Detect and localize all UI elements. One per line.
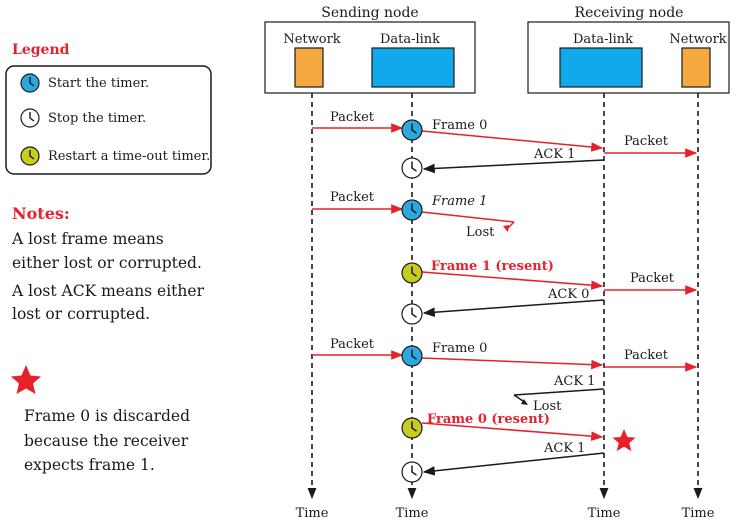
- packet-deliver-label-1: Packet: [624, 134, 669, 149]
- start-timer-icon: [401, 345, 423, 367]
- discard-star-icon: [612, 429, 636, 451]
- frame1-lost-head: [503, 225, 509, 232]
- frame1-resent-label: Frame 1 (resent): [431, 259, 554, 274]
- star-note-line-1: Frame 0 is discarded: [24, 407, 190, 425]
- receiving-network-label: Network: [669, 32, 726, 47]
- stop-timer-icon: [401, 461, 423, 483]
- legend-title: Legend: [12, 42, 70, 58]
- ack1-arrow-3: [422, 452, 605, 476]
- ack0-arrow: [422, 299, 605, 318]
- restart-timer-icon: [401, 417, 423, 439]
- restart-timer-icon: [401, 262, 423, 284]
- sending-node-title: Sending node: [321, 5, 418, 21]
- start-timer-icon: [401, 119, 423, 141]
- red-star-icon: [11, 365, 41, 394]
- receiving-datalink-label: Data-link: [573, 32, 633, 47]
- lost-label-1: Lost: [466, 225, 495, 240]
- packet-deliver-label-3: Packet: [624, 348, 669, 363]
- note-line-4: lost or corrupted.: [12, 305, 150, 323]
- ack1-label-3: ACK 1: [543, 441, 585, 456]
- packet-label-1: Packet: [330, 110, 375, 125]
- note-line-1: A lost frame means: [11, 230, 164, 248]
- packet-deliver-label-2: Packet: [630, 271, 675, 286]
- frame1-lost-arrow: [421, 211, 515, 223]
- ack0-label: ACK 0: [547, 287, 589, 302]
- packet-label-3: Packet: [330, 337, 375, 352]
- star-note-line-3: expects frame 1.: [24, 456, 155, 474]
- sending-network-layer: [294, 47, 324, 88]
- frame0-arrow-2: [421, 357, 604, 370]
- ack1-label-1: ACK 1: [533, 147, 575, 162]
- stop-timer-icon: [401, 303, 423, 325]
- receiving-network-layer: [681, 47, 711, 88]
- legend-restart-label: Restart a time-out timer.: [48, 149, 210, 164]
- legend-start-label: Start the timer.: [48, 76, 149, 91]
- stop-timer-icon: [401, 157, 423, 179]
- note-line-3: A lost ACK means either: [11, 282, 205, 300]
- star-note-line-2: because the receiver: [24, 432, 189, 450]
- notes-title: Notes:: [12, 204, 70, 223]
- legend-stop-timer-icon: [20, 108, 40, 128]
- legend-box: [5, 65, 212, 175]
- sending-network-label: Network: [283, 32, 340, 47]
- frame0-label-2: Frame 0: [432, 341, 487, 356]
- time-label-1: Time: [296, 506, 329, 521]
- time-label-4: Time: [682, 506, 715, 521]
- legend-start-timer-icon: [20, 73, 40, 93]
- sending-datalink-layer: [371, 47, 455, 88]
- frame0-resent-arrow: [421, 422, 604, 441]
- packet-label-2: Packet: [330, 190, 375, 205]
- ack1-lost-arrow: [513, 388, 605, 396]
- frame0-resent-label: Frame 0 (resent): [427, 412, 550, 427]
- ack1-label-2: ACK 1: [553, 374, 595, 389]
- legend-restart-timer-icon: [20, 146, 40, 166]
- ack1-lost-head: [521, 399, 528, 405]
- receiving-datalink-layer: [559, 47, 643, 88]
- frame0-arrow-1: [421, 130, 604, 152]
- receiving-node-title: Receiving node: [575, 5, 684, 21]
- frame0-label-1: Frame 0: [432, 118, 487, 133]
- ack1-arrow-1: [422, 159, 605, 174]
- note-line-2: either lost or corrupted.: [12, 254, 202, 272]
- sending-datalink-label: Data-link: [380, 32, 440, 47]
- time-label-3: Time: [588, 506, 621, 521]
- start-timer-icon: [401, 199, 423, 221]
- frame1-label: Frame 1: [431, 194, 487, 209]
- legend-stop-label: Stop the timer.: [48, 111, 146, 126]
- time-label-2: Time: [396, 506, 429, 521]
- frame1-resent-arrow: [421, 271, 604, 290]
- lost-label-2: Lost: [533, 399, 562, 414]
